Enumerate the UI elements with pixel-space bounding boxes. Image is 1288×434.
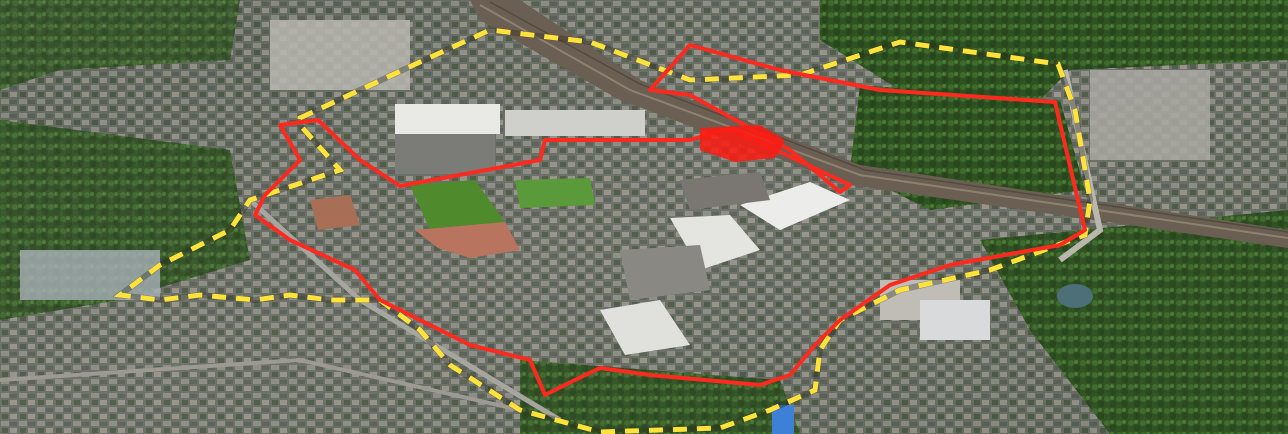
sports-pitch-2 [515, 178, 595, 208]
athletics-track [415, 222, 520, 258]
road-left [248, 198, 562, 423]
block-3 [270, 20, 410, 90]
hall-2 [505, 110, 645, 136]
hall-7 [620, 245, 710, 300]
red-highlight-area [700, 125, 785, 162]
trees-bottom [520, 360, 800, 434]
yellow-dashed-boundary-line [113, 27, 1093, 434]
hall-5 [600, 300, 690, 355]
block-5 [920, 300, 990, 340]
sports-court [310, 195, 360, 230]
trees-top-left [0, 0, 240, 90]
block-2 [1090, 70, 1210, 160]
sports-pitch [410, 180, 505, 230]
railway-tracks [470, 0, 1288, 248]
hall-6 [680, 172, 770, 210]
pond [1057, 284, 1093, 308]
road-bottom [0, 357, 521, 412]
hall-3 [740, 182, 850, 230]
hall-1 [395, 104, 500, 134]
pool [772, 405, 794, 434]
block-4 [20, 250, 160, 300]
hall-1-shadow [395, 134, 495, 174]
forest-top-right [820, 0, 1288, 110]
trees-bottom-right [980, 210, 1288, 434]
